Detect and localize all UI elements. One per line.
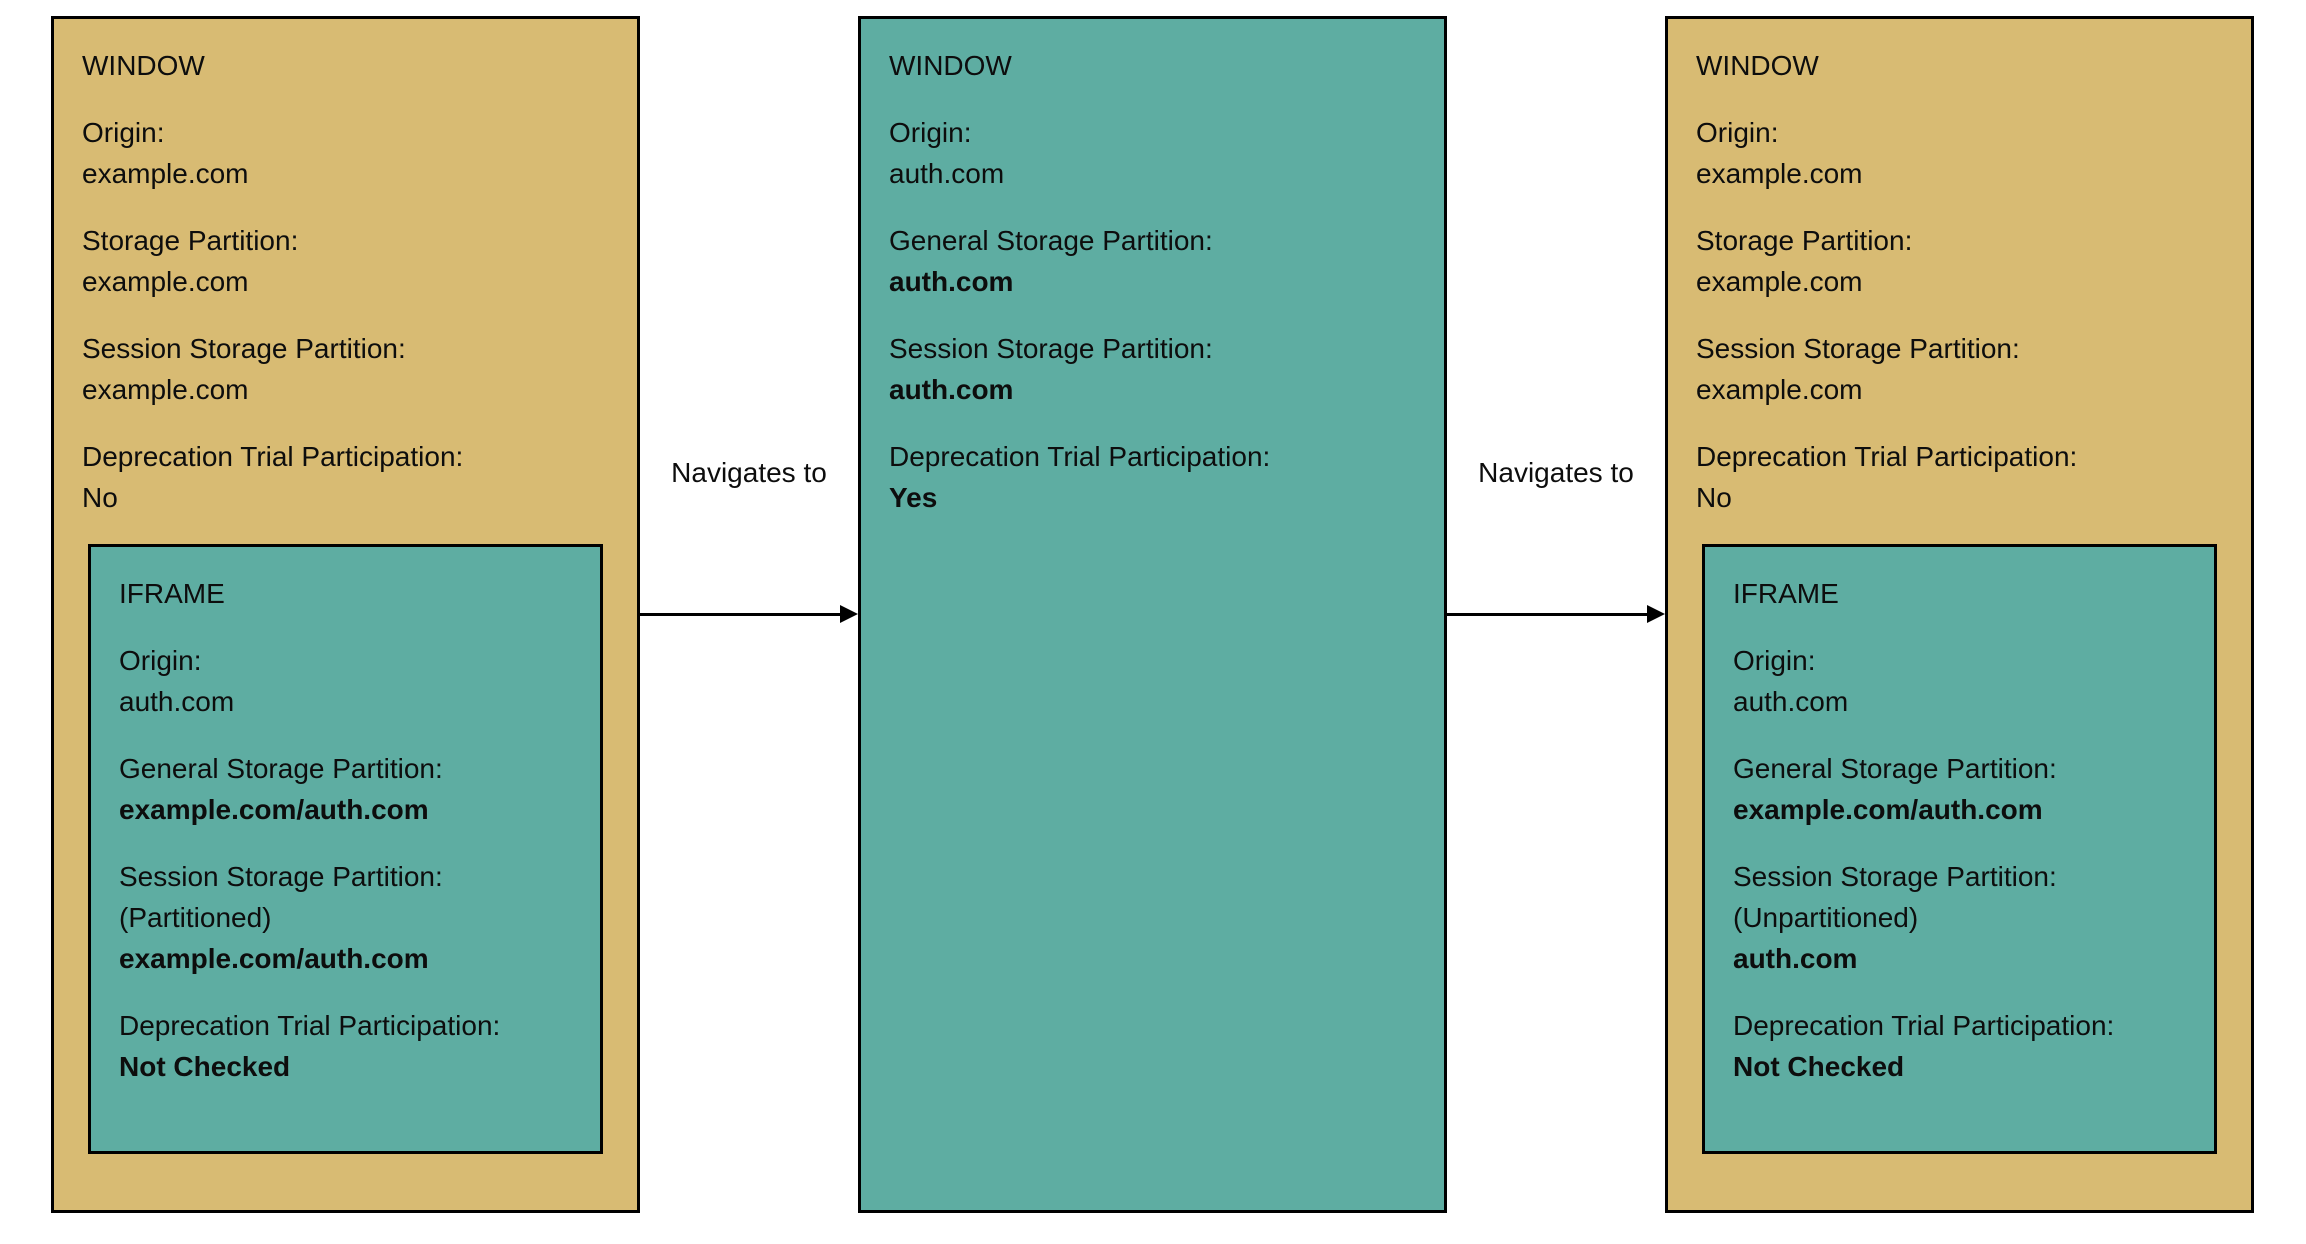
iframe-field-session-storage-partition: Session Storage Partition: (Partitioned)… (119, 861, 443, 974)
window-box-left: WINDOW Origin: example.com Storage Parti… (51, 16, 640, 1213)
iframe-box-left: IFRAME Origin: auth.com General Storage … (88, 544, 603, 1154)
window-field-storage-partition: Storage Partition: example.com (82, 225, 299, 297)
navigates-to-label-2: Navigates to (1478, 457, 1634, 488)
window-field-origin: Origin: example.com (1696, 117, 1863, 189)
arrow-head-icon-1 (840, 605, 858, 623)
iframe-title: IFRAME (119, 578, 225, 609)
iframe-field-origin: Origin: auth.com (119, 645, 235, 717)
window-field-deprecation-trial: Deprecation Trial Participation: No (1696, 441, 2078, 513)
iframe-field-general-storage-partition: General Storage Partition: example.com/a… (1733, 753, 2057, 825)
window-field-origin: Origin: example.com (82, 117, 249, 189)
window-field-session-storage-partition: Session Storage Partition: auth.com (889, 333, 1213, 405)
window-title: WINDOW (82, 50, 205, 81)
window-title: WINDOW (889, 50, 1012, 81)
window-field-deprecation-trial: Deprecation Trial Participation: Yes (889, 441, 1271, 513)
window-box-middle: WINDOW Origin: auth.com General Storage … (858, 16, 1447, 1213)
window-field-origin: Origin: auth.com (889, 117, 1005, 189)
arrow-line-1 (640, 613, 840, 616)
iframe-field-deprecation-trial: Deprecation Trial Participation: Not Che… (1733, 1010, 2115, 1082)
iframe-field-session-storage-partition: Session Storage Partition: (Unpartitione… (1733, 861, 2057, 974)
iframe-field-deprecation-trial: Deprecation Trial Participation: Not Che… (119, 1010, 501, 1082)
window-title: WINDOW (1696, 50, 1819, 81)
window-field-general-storage-partition: General Storage Partition: auth.com (889, 225, 1213, 297)
iframe-box-right: IFRAME Origin: auth.com General Storage … (1702, 544, 2217, 1154)
arrow-line-2 (1447, 613, 1647, 616)
window-box-right: WINDOW Origin: example.com Storage Parti… (1665, 16, 2254, 1213)
iframe-field-general-storage-partition: General Storage Partition: example.com/a… (119, 753, 443, 825)
window-field-storage-partition: Storage Partition: example.com (1696, 225, 1913, 297)
iframe-field-origin: Origin: auth.com (1733, 645, 1849, 717)
window-field-session-storage-partition: Session Storage Partition: example.com (1696, 333, 2020, 405)
window-field-session-storage-partition: Session Storage Partition: example.com (82, 333, 406, 405)
arrow-head-icon-2 (1647, 605, 1665, 623)
iframe-title: IFRAME (1733, 578, 1839, 609)
navigates-to-label-1: Navigates to (671, 457, 827, 488)
window-field-deprecation-trial: Deprecation Trial Participation: No (82, 441, 464, 513)
